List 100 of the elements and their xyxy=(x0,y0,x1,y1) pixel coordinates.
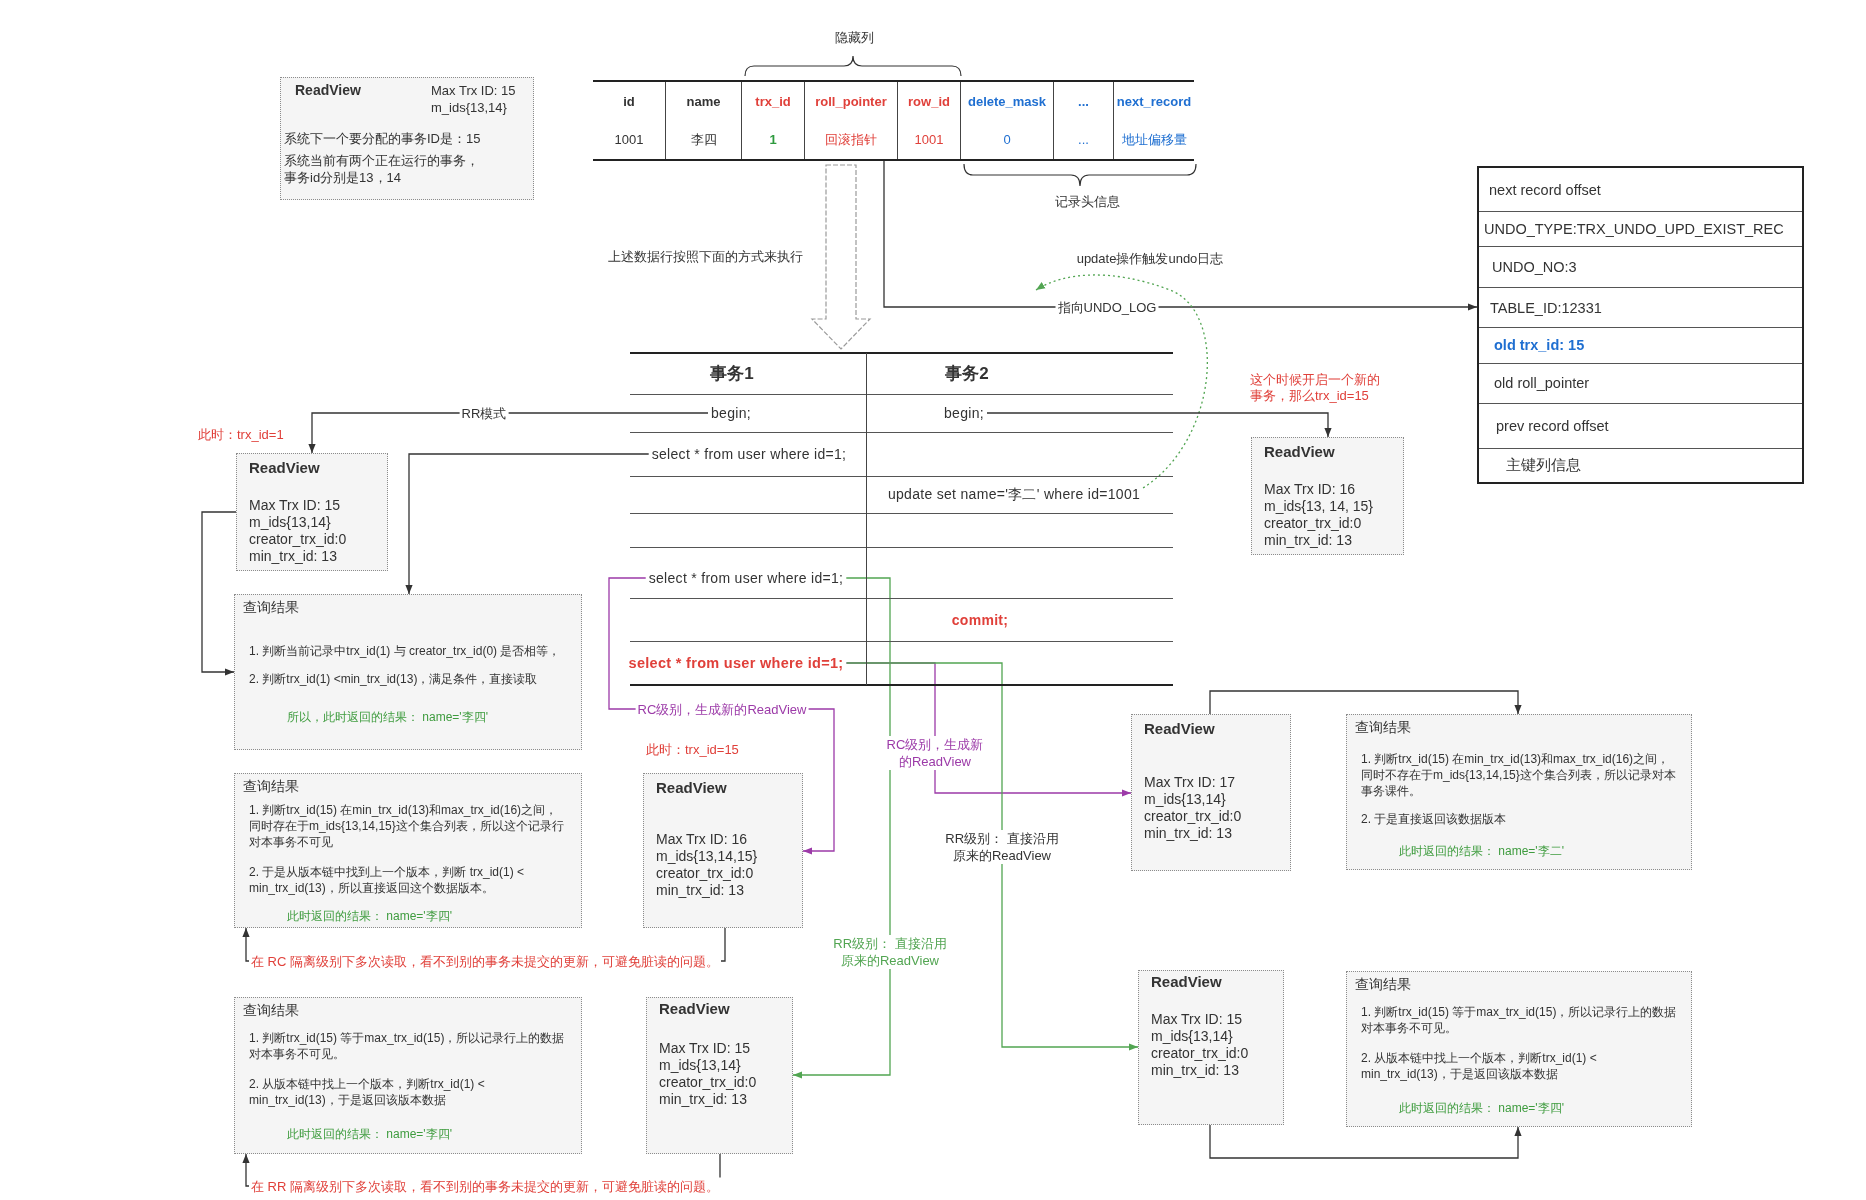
field-value: 1001 xyxy=(914,132,944,148)
column-name: name xyxy=(686,93,721,109)
field-text: min_trx_id: 13 xyxy=(1151,1062,1239,1079)
query-result-box xyxy=(1346,714,1692,870)
column-name: delete_mask xyxy=(967,93,1047,109)
connector-arrow xyxy=(845,662,1139,1051)
sql-statement: select * from user where id=1; xyxy=(645,569,847,587)
box-title: ReadView xyxy=(1151,973,1222,991)
field-text: Max Trx ID: 15 xyxy=(249,497,341,514)
undo-field: old trx_id: 15 xyxy=(1494,337,1585,354)
query-result-box xyxy=(1346,971,1692,1127)
field-text: m_ids{13,14} xyxy=(249,514,331,531)
block-arrow xyxy=(810,164,872,350)
field-text: m_ids{13,14,15} xyxy=(656,848,758,865)
undo-log-record xyxy=(1477,166,1804,484)
connector-arrow xyxy=(1209,690,1522,715)
box-title: 查询结果 xyxy=(243,599,299,617)
field-value: 0 xyxy=(1003,132,1011,148)
field-text: min_trx_id: 13 xyxy=(1144,825,1232,842)
connector-arrow xyxy=(201,511,237,676)
column-name: ... xyxy=(1078,93,1089,109)
undo-field: 主键列信息 xyxy=(1506,456,1581,476)
edge-label: 在 RC 隔离级别下多次读取，看不到别的事务未提交的更新，可避免脏读的问题。 xyxy=(249,952,721,970)
box-title: ReadView xyxy=(249,459,320,477)
undo-field: UNDO_NO:3 xyxy=(1492,259,1577,276)
edge-label: RR级别： 直接沿用原来的ReadView xyxy=(831,935,949,969)
undo-field: prev record offset xyxy=(1496,418,1609,435)
field-value: 李四 xyxy=(690,130,717,149)
field-text: min_trx_id: 13 xyxy=(1264,532,1352,549)
column-name: next_record xyxy=(1116,93,1192,109)
field-text: creator_trx_id:0 xyxy=(656,865,754,882)
field-text: creator_trx_id:0 xyxy=(659,1074,757,1091)
undo-field: UNDO_TYPE:TRX_UNDO_UPD_EXIST_REC xyxy=(1484,221,1784,238)
column-header: 事务2 xyxy=(945,362,989,385)
edge-label: 指向UNDO_LOG xyxy=(1055,298,1159,316)
connector-arrow xyxy=(308,412,709,454)
column-name: id xyxy=(623,93,635,109)
readview-box xyxy=(236,453,388,571)
field-value: 回滚指针 xyxy=(825,130,877,149)
query-result-box xyxy=(234,997,582,1154)
edge-label: RC级别，生成新的ReadView xyxy=(635,700,809,718)
curved-arrow xyxy=(1035,274,1208,489)
step-text: 2. 于是从版本链中找到上一个版本，判断 trx_id(1) < min_trx_id(13)，所以直接返回这个数据版本。 xyxy=(249,864,526,896)
step-text: 1. 判断trx_id(15) 在min_trx_id(13)和max_trx_id(16)之间，同时不存在于m_ids{13,14,15}这个集合列表，所以记录对本事务课件。 xyxy=(1361,751,1677,799)
query-result-box xyxy=(234,773,582,928)
box-title: ReadView xyxy=(656,779,727,797)
step-text: 1. 判断trx_id(15) 在min_trx_id(13)和max_trx_id(16)之间，同时存在于m_ids{13,14,15}这个集合列表，所以这个记录行对本事务不可见 xyxy=(249,802,565,850)
undo-field: next record offset xyxy=(1489,181,1601,198)
field-value: 地址偏移量 xyxy=(1121,130,1187,149)
field-text: Max Trx ID: 15 xyxy=(1151,1011,1243,1028)
result-text: 所以，此时返回的结果： name='李四' xyxy=(287,709,488,725)
undo-field: TABLE_ID:12331 xyxy=(1490,299,1602,316)
column-header: 事务1 xyxy=(710,362,754,385)
step-text: 1. 判断trx_id(15) 等于max_trx_id(15)，所以记录行上的数据对本事务不可见。 xyxy=(1361,1004,1677,1036)
step-text: 1. 判断trx_id(15) 等于max_trx_id(15)，所以记录行上的数据对本事务不可见。 xyxy=(249,1030,566,1062)
group-label: 隐藏列 xyxy=(834,29,874,47)
result-text: 此时返回的结果： name='李四' xyxy=(287,908,452,924)
box-title: 查询结果 xyxy=(243,1002,299,1020)
field-value: 1001 xyxy=(614,132,644,148)
step-text: 2. 从版本链中找上一个版本，判断trx_id(1) < min_trx_id(13)，于是返回该版本数据 xyxy=(249,1076,486,1108)
annotation-note: 此时：trx_id=15 xyxy=(646,742,739,758)
annotation-note: 这个时候开启一个新的事务，那么trx_id=15 xyxy=(1250,372,1381,404)
sql-statement: begin; xyxy=(941,404,987,422)
field-text: creator_trx_id:0 xyxy=(1264,515,1362,532)
result-text: 此时返回的结果： name='李二' xyxy=(1399,843,1564,859)
connector-arrow xyxy=(1209,1124,1522,1159)
field-text: min_trx_id: 13 xyxy=(656,882,744,899)
description-text: 系统当前有两个正在运行的事务，事务id分别是13，14 xyxy=(284,152,480,186)
field-text: Max Trx ID: 15 xyxy=(431,83,516,98)
box-title: 查询结果 xyxy=(243,778,299,796)
field-text: creator_trx_id:0 xyxy=(1144,808,1242,825)
result-text: 此时返回的结果： name='李四' xyxy=(287,1126,452,1142)
box-title: ReadView xyxy=(1144,720,1215,738)
field-text: creator_trx_id:0 xyxy=(249,531,347,548)
field-text: m_ids{13,14} xyxy=(659,1057,741,1074)
box-title: ReadView xyxy=(659,1000,730,1018)
box-title: 查询结果 xyxy=(1355,976,1411,994)
field-text: Max Trx ID: 15 xyxy=(659,1040,751,1057)
sql-statement: update set name='李二' where id=1001 xyxy=(884,485,1144,505)
field-text: m_ids{13,14} xyxy=(1144,791,1226,808)
undo-field: old roll_pointer xyxy=(1494,375,1590,392)
readview-box xyxy=(1251,437,1404,555)
readview-box xyxy=(280,77,534,200)
column-name: row_id xyxy=(908,93,950,109)
column-name: trx_id xyxy=(755,93,791,109)
field-text: Max Trx ID: 16 xyxy=(656,831,748,848)
sql-statement: commit; xyxy=(948,611,1012,629)
field-text: creator_trx_id:0 xyxy=(1151,1045,1249,1062)
field-text: min_trx_id: 13 xyxy=(249,548,337,565)
box-title: ReadView xyxy=(1264,443,1335,461)
description-text: 系统下一个要分配的事务ID是：15 xyxy=(284,130,482,148)
field-text: min_trx_id: 13 xyxy=(659,1091,747,1108)
readview-box xyxy=(643,773,803,928)
field-text: m_ids{13,14} xyxy=(1151,1028,1233,1045)
field-text: m_ids{13, 14, 15} xyxy=(1264,498,1373,515)
step-text: 2. 从版本链中找上一个版本，判断trx_id(1) < min_trx_id(13)，于是返回该版本数据 xyxy=(1361,1050,1598,1082)
field-value: ... xyxy=(1078,132,1089,148)
connector-arrow xyxy=(405,453,650,595)
step-text: 1. 判断当前记录中trx_id(1) 与 creator_trx_id(0) 是否相等， xyxy=(249,643,561,659)
edge-label: update操作触发undo日志 xyxy=(1074,249,1226,267)
